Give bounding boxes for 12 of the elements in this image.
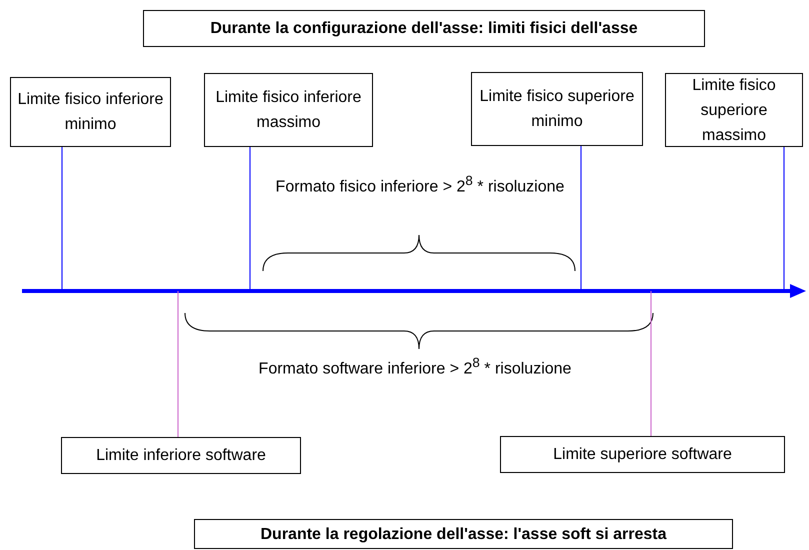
brace-label: Formato fisico inferiore > 2$^{8}$ * risoluzione xyxy=(274,172,566,198)
limit-box: Limite superiore software xyxy=(500,436,785,473)
limit-box: Limite fisico inferiore massimo xyxy=(204,73,373,147)
brace-label: Formato software inferiore > 2$^{8}$ * risoluzione xyxy=(258,354,572,380)
limit-box: Limite fisico superiore minimo xyxy=(471,72,643,146)
heading-box: Durante la regolazione dell'asse: l'asse soft si arresta xyxy=(194,519,733,549)
limit-box: Limite fisico inferiore minimo xyxy=(10,77,171,147)
limit-box: Limite fisico superiore massimo xyxy=(665,73,803,147)
leader-line xyxy=(580,146,582,292)
leader-line xyxy=(650,290,652,436)
limit-box: Limite inferiore software xyxy=(61,437,301,474)
heading-box: Durante la configurazione dell'asse: limiti fisici dell'asse xyxy=(143,10,705,47)
